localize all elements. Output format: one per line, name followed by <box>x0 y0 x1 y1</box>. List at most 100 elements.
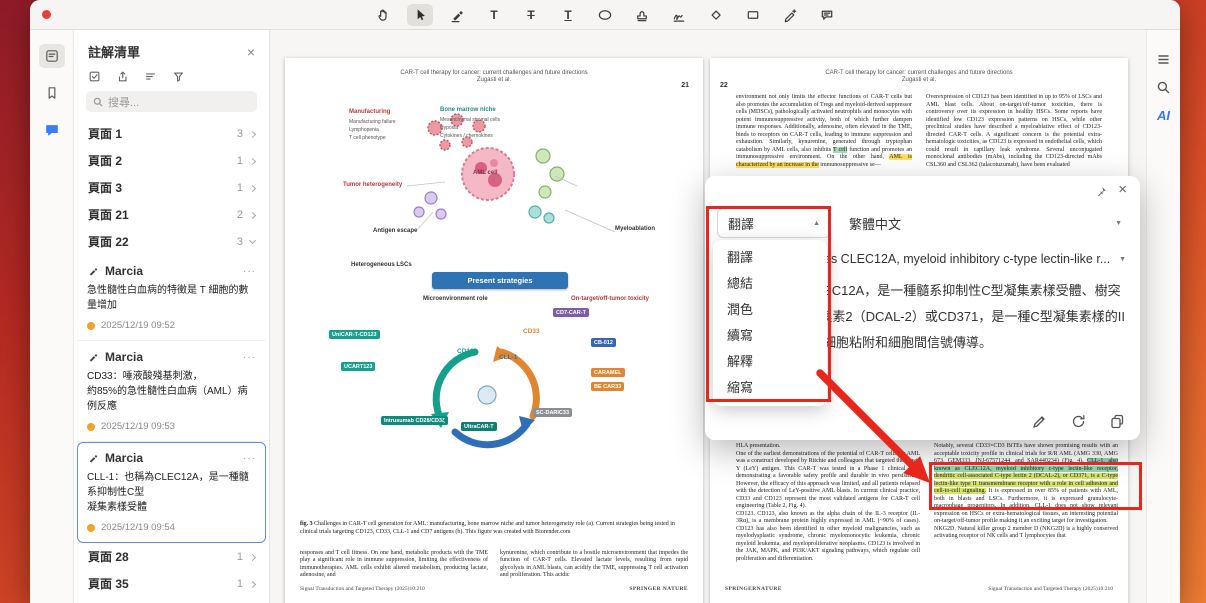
more-options-button[interactable]: ··· <box>243 351 256 363</box>
sort-icon[interactable] <box>144 70 157 83</box>
underline-icon: T <box>564 7 572 22</box>
annotation-author: Marcia <box>105 451 144 465</box>
copy-icon[interactable] <box>1109 413 1126 430</box>
select-annotations-icon[interactable] <box>88 70 101 83</box>
ai-translate-popup: × 翻譯 ▲ 繁體中文 ▼ CLL-1, also known as CLEC1… <box>705 176 1140 440</box>
body-text-bottom-left: HLA presentation. One of the earliest de… <box>736 443 920 562</box>
language-dropdown[interactable]: 繁體中文 ▼ <box>845 208 1126 238</box>
write-icon[interactable] <box>1031 413 1048 430</box>
annotation-card[interactable]: Marcia ··· 急性髓性白血病的特徵是 T 細胞的數量增加 2025/12… <box>77 255 266 341</box>
pan-tool[interactable] <box>370 4 396 26</box>
sidebar-page-row-expanded[interactable]: 頁面 22 3 <box>74 228 269 255</box>
sidebar-page-row[interactable]: 頁面 36 1 <box>74 597 269 603</box>
chevron-right-icon <box>248 580 257 588</box>
pin-icon[interactable] <box>1094 185 1107 198</box>
target-cll1: CLL-1 <box>499 354 518 361</box>
menu-item-summarize[interactable]: 總結 <box>727 276 754 291</box>
ai-assistant-button[interactable]: AI <box>1157 108 1170 123</box>
comments-button[interactable] <box>39 118 65 142</box>
journal-footer: Signal Transduction and Targeted Therapy… <box>988 586 1113 592</box>
body-text-bottom-right: Notably, several CD33×CD3 BiTEs have sho… <box>934 443 1118 539</box>
ellipse-tool[interactable] <box>592 4 618 26</box>
drug-cb-012: CB-012 <box>591 338 616 347</box>
search-placeholder: 搜尋... <box>108 96 140 109</box>
annotation-rectangle-text <box>929 462 1142 510</box>
menu-item-continue[interactable]: 續寫 <box>727 328 754 343</box>
drug-ucart123: UCART123 <box>341 362 376 371</box>
green-highlight: T cell <box>833 146 848 153</box>
window-toolbar: T T T <box>30 0 1180 30</box>
chevron-right-icon <box>248 211 257 219</box>
bookmark-button[interactable] <box>39 81 65 105</box>
text-tool[interactable]: T <box>481 4 507 26</box>
strikethrough-icon: T <box>527 7 535 22</box>
menu-icon[interactable] <box>1156 52 1171 67</box>
sidebar-page-row[interactable]: 頁面 35 1 <box>74 570 269 597</box>
right-rail: AI <box>1146 30 1180 603</box>
more-options-button[interactable]: ··· <box>243 265 256 277</box>
annotation-card[interactable]: Marcia ··· CD33：唾液酸殘基刺激， 約85%的急性髓性白血病（AM… <box>77 341 266 442</box>
comment-tool[interactable] <box>814 4 840 26</box>
bookmark-icon <box>48 87 55 99</box>
drug-be-car33: BE CAR33 <box>591 382 625 391</box>
highlight-tool[interactable] <box>444 4 470 26</box>
close-panel-button[interactable]: × <box>246 43 255 60</box>
chevron-down-icon <box>248 236 257 245</box>
pen-edit-tool[interactable] <box>777 4 803 26</box>
figure-legend-manufacturing: Manufacturing Manufacturing failure Lymp… <box>349 109 396 141</box>
action-dropdown[interactable]: 翻譯 ▲ <box>717 208 831 238</box>
caret-down-icon: ▼ <box>1119 255 1126 263</box>
strikethrough-tool[interactable]: T <box>518 4 544 26</box>
rectangle-tool[interactable] <box>740 4 766 26</box>
filter-icon[interactable] <box>172 70 185 83</box>
sidebar-page-row[interactable]: 頁面 28 1 <box>74 543 269 570</box>
search-icon[interactable] <box>1156 80 1171 95</box>
menu-item-shorten[interactable]: 縮寫 <box>727 380 754 395</box>
menu-item-translate[interactable]: 翻譯 <box>727 250 754 265</box>
diamond-icon <box>711 9 721 20</box>
more-options-button[interactable]: ··· <box>243 452 256 464</box>
stamp-tool[interactable] <box>629 4 655 26</box>
app-window: T T T <box>30 0 1180 603</box>
publisher-footer: SPRINGERNATURE <box>725 586 782 592</box>
caret-down-icon: ▼ <box>1115 219 1122 227</box>
underline-tool[interactable]: T <box>555 4 581 26</box>
signature-tool[interactable] <box>666 4 692 26</box>
running-title: CAR-T cell therapy for cancer: current c… <box>825 70 1013 76</box>
select-tool[interactable] <box>407 3 433 26</box>
menu-item-explain[interactable]: 解釋 <box>727 354 754 369</box>
label-tumor-heterogeneity: Tumor heterogeneity <box>343 182 403 188</box>
sidebar-page-row[interactable]: 頁面 21 2 <box>74 201 269 228</box>
body-text: responses and T cell fitness. On one han… <box>300 550 688 579</box>
source-text-dropdown[interactable]: CLL-1, also known as CLEC12A, myeloid in… <box>717 246 1126 272</box>
sidebar-page-row[interactable]: 頁面 1 3 <box>74 120 269 147</box>
menu-item-polish[interactable]: 潤色 <box>727 302 754 317</box>
popup-actions <box>1031 413 1126 430</box>
refresh-icon[interactable] <box>1070 413 1087 430</box>
stamp-icon <box>637 10 647 21</box>
annotation-card-selected[interactable]: Marcia ··· CLL-1：也稱為CLEC12A，是一種髓系抑制性C型 凝… <box>77 442 266 543</box>
annotation-toolbar: T T T <box>370 3 840 26</box>
annotation-text: 急性髓性白血病的特徵是 T 細胞的數量增加 <box>87 285 249 311</box>
sidebar-page-row[interactable]: 頁面 3 1 <box>74 174 269 201</box>
drug-caramel: CARAMEL <box>591 368 625 377</box>
sidebar-page-row[interactable]: 頁面 2 1 <box>74 147 269 174</box>
comment-bubble-icon <box>45 125 58 136</box>
close-popup-button[interactable]: × <box>1118 181 1127 198</box>
drug-unicar-t-cd123: UniCAR-T-CD123 <box>329 330 380 339</box>
diamond-shape-tool[interactable] <box>703 4 729 26</box>
export-icon[interactable] <box>116 70 129 83</box>
search-input[interactable]: 搜尋... <box>86 91 257 112</box>
journal-footer: Signal Transduction and Targeted Therapy… <box>300 586 425 592</box>
cursor-icon <box>417 8 425 20</box>
window-close-button[interactable] <box>42 10 51 19</box>
drug-cd7-car-t: CD7-CAR-T <box>553 308 589 317</box>
text-column: Overexpression of CD123 has been identif… <box>926 94 1102 168</box>
annotation-sidebar: 註解清單 × 搜尋... 頁面 1 3 頁面 <box>74 30 270 603</box>
annotation-panel-button[interactable] <box>38 44 65 68</box>
window-body: 註解清單 × 搜尋... 頁面 1 3 頁面 <box>30 30 1180 603</box>
hand-icon <box>378 8 387 21</box>
signature-icon <box>673 14 685 22</box>
annotation-arrow <box>816 369 930 483</box>
publisher-footer: SPRINGER NATURE <box>629 586 688 592</box>
